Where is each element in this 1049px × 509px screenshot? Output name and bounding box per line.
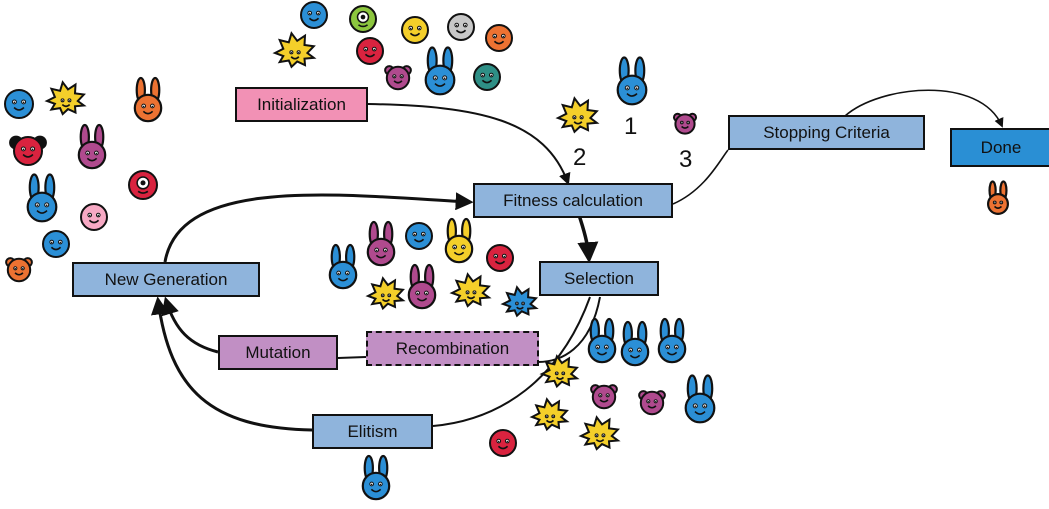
done-box: Done <box>950 128 1049 167</box>
done-label: Done <box>980 137 1022 157</box>
recombination-label: Recombination <box>395 338 510 358</box>
round-face-icon <box>489 429 517 457</box>
spiky-creature-icon <box>500 285 539 318</box>
bunny-icon <box>444 217 474 264</box>
mutation-label: Mutation <box>245 342 311 362</box>
cyclops-face-icon <box>128 170 158 200</box>
bunny-icon <box>366 220 396 267</box>
new-generation-label: New Generation <box>104 269 228 289</box>
bunny-icon <box>133 76 163 123</box>
bunny-icon <box>620 320 650 367</box>
edge-stopping-to-done <box>844 89 1004 128</box>
bear-face-icon <box>384 65 412 91</box>
rank-label-3: 3 <box>679 146 693 173</box>
spiky-creature-icon <box>365 276 406 311</box>
edge-recombination-to-mutation <box>337 356 367 359</box>
rank-label-1: 1 <box>624 113 638 140</box>
mutation-box: Mutation <box>218 335 338 370</box>
spiky-creature-icon <box>539 354 580 389</box>
edge-fitness-to-selection <box>576 211 599 264</box>
elitism-label: Elitism <box>347 421 398 441</box>
round-face-icon <box>405 222 433 250</box>
edge-selection-to-elitism <box>432 296 591 427</box>
stopping-criteria-box: Stopping Criteria <box>728 115 925 150</box>
edge-fitness-to-stopping <box>672 149 729 205</box>
spiky-creature-icon <box>272 31 317 69</box>
elitism-box: Elitism <box>312 414 433 449</box>
spiky-creature-icon <box>44 80 87 116</box>
round-face-icon <box>401 16 429 44</box>
bunny-icon <box>361 454 391 501</box>
bunny-icon <box>986 180 1009 216</box>
bear-face-icon <box>638 390 666 416</box>
flow-edges <box>150 89 1004 432</box>
round-face-icon <box>300 1 328 29</box>
cyclops-face-icon <box>349 5 377 33</box>
recombination-box: Recombination <box>366 331 539 366</box>
bunny-icon <box>26 173 58 223</box>
round-face-icon <box>447 13 475 41</box>
spiky-creature-icon <box>449 272 492 308</box>
spiky-creature-icon <box>578 415 621 451</box>
edge-mutation-to-new-generation <box>161 296 219 354</box>
bunny-icon <box>77 123 107 170</box>
bear-face-icon <box>672 112 698 135</box>
bunny-icon <box>616 56 648 106</box>
selection-label: Selection <box>564 268 634 288</box>
fitness-calculation-box: Fitness calculation <box>473 183 673 218</box>
bunny-icon <box>407 263 437 310</box>
stopping-criteria-label: Stopping Criteria <box>763 122 890 142</box>
bear-face-icon <box>5 257 33 283</box>
initialization-box: Initialization <box>235 87 368 122</box>
fitness-calculation-label: Fitness calculation <box>503 190 643 210</box>
bunny-icon <box>657 317 687 364</box>
round-face-icon <box>485 24 513 52</box>
edge-new-generation-to-fitness <box>163 192 474 263</box>
spiky-creature-icon <box>555 96 600 134</box>
round-face-icon <box>356 37 384 65</box>
edge-initialization-to-fitness <box>367 103 571 186</box>
round-face-icon <box>42 230 70 258</box>
bunny-icon <box>684 374 716 424</box>
round-face-icon <box>80 203 108 231</box>
spiky-creature-icon <box>529 397 570 432</box>
mouse-face-icon <box>9 135 47 166</box>
bunny-icon <box>424 46 456 96</box>
bunny-icon <box>587 317 617 364</box>
round-face-icon <box>486 244 514 272</box>
initialization-label: Initialization <box>257 94 346 114</box>
round-face-icon <box>4 89 34 119</box>
bear-face-icon <box>590 384 618 410</box>
new-generation-box: New Generation <box>72 262 260 297</box>
selection-box: Selection <box>539 261 659 296</box>
creature-population <box>4 1 1009 501</box>
round-face-icon <box>473 63 501 91</box>
bunny-icon <box>328 243 358 290</box>
edge-elitism-to-new-generation <box>150 296 313 432</box>
rank-label-2: 2 <box>573 144 587 171</box>
